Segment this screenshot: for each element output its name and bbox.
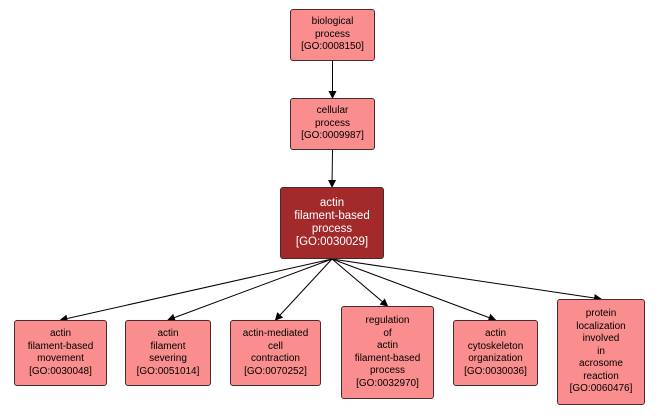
node-label-line: filament [150, 340, 186, 352]
node-label-line: biological [311, 16, 354, 28]
edge-actin_filament_based_process-to-actin_cytoskeleton_organization [331, 258, 497, 322]
node-label-line: in [597, 345, 605, 357]
node-biological-process[interactable]: biological process [GO:0008150] [290, 9, 375, 61]
node-label-line: protein [585, 308, 617, 320]
node-actin-filament-based-movement[interactable]: actin filament-based movement [GO:003004… [14, 320, 107, 386]
node-label-line: process [314, 117, 350, 129]
edge-actin_filament_based_process-to-actin_filament_based_movement [59, 258, 333, 323]
node-label-line: localization [576, 320, 626, 332]
node-actin-filament-severing[interactable]: actin filament severing [GO:0051014] [125, 320, 211, 386]
node-go-id: [GO:0030036] [464, 365, 527, 377]
node-label-line: involved [582, 333, 620, 345]
node-go-id: [GO:0070252] [244, 365, 307, 377]
node-label-line: contraction [251, 353, 300, 364]
edge-actin_filament_based_process-to-actin_filament_severing [167, 258, 333, 322]
edge-actin_filament_based_process-to-protein_localization_involved_in_acrosome_reaction [331, 258, 602, 302]
node-actin-filament-based-process[interactable]: actin filament-based process [GO:0030029… [280, 187, 384, 259]
node-label-line: actin-mediated [242, 328, 309, 339]
node-label-line: movement [37, 353, 84, 364]
node-label-line: severing [149, 353, 187, 364]
node-label-line: acrosome [579, 358, 623, 370]
node-label-line: cellular [316, 105, 349, 117]
node-label-line: actin [376, 340, 399, 351]
node-actin-mediated-cell-contraction[interactable]: actin-mediated cell contraction [GO:0070… [230, 320, 321, 386]
node-label-line: cytoskeleton [467, 340, 524, 352]
node-label-line: filament-based [294, 210, 370, 222]
node-label-line: actin [484, 328, 507, 339]
node-go-id: [GO:0008150] [301, 41, 364, 53]
node-label-line: process [369, 365, 405, 376]
node-label-line: actin [49, 328, 72, 339]
node-go-id: [GO:0060476] [569, 383, 633, 395]
edge-actin_filament_based_process-to-regulation_of_actin_filament_based_process [331, 258, 389, 307]
node-label-line: filament-based [354, 352, 421, 364]
node-label-line: organization [468, 353, 523, 364]
node-label-line: actin [157, 328, 179, 339]
node-go-id: [GO:0030048] [29, 365, 92, 377]
node-label-line: filament-based [27, 340, 94, 352]
node-actin-cytoskeleton-organization[interactable]: actin cytoskeleton organization [GO:0030… [453, 320, 538, 386]
node-regulation-of-actin-filament-based-process[interactable]: regulation of actin filament-based proce… [341, 306, 434, 399]
node-label-line: process [311, 223, 353, 235]
edge-actin_filament_based_process-to-actin_mediated_cell_contraction [274, 258, 333, 321]
node-label-line: actin [319, 197, 345, 209]
node-cellular-process[interactable]: cellular process [GO:0009987] [290, 98, 375, 150]
node-protein-localization-involved-in-acrosome-reaction[interactable]: protein localization involved in acrosom… [557, 299, 645, 405]
node-go-id: [GO:0051014] [136, 365, 200, 377]
edge-cellular_process-to-actin_filament_based_process [328, 149, 337, 188]
node-label-line: process [314, 28, 350, 40]
node-go-id: [GO:0009987] [301, 130, 364, 142]
node-label-line: cell [267, 340, 283, 352]
node-go-id: [GO:0030029] [295, 236, 369, 248]
node-label-line: of [383, 327, 392, 339]
node-label-line: regulation [365, 315, 410, 326]
node-go-id: [GO:0032970] [356, 377, 419, 389]
node-label-line: reaction [583, 370, 619, 382]
